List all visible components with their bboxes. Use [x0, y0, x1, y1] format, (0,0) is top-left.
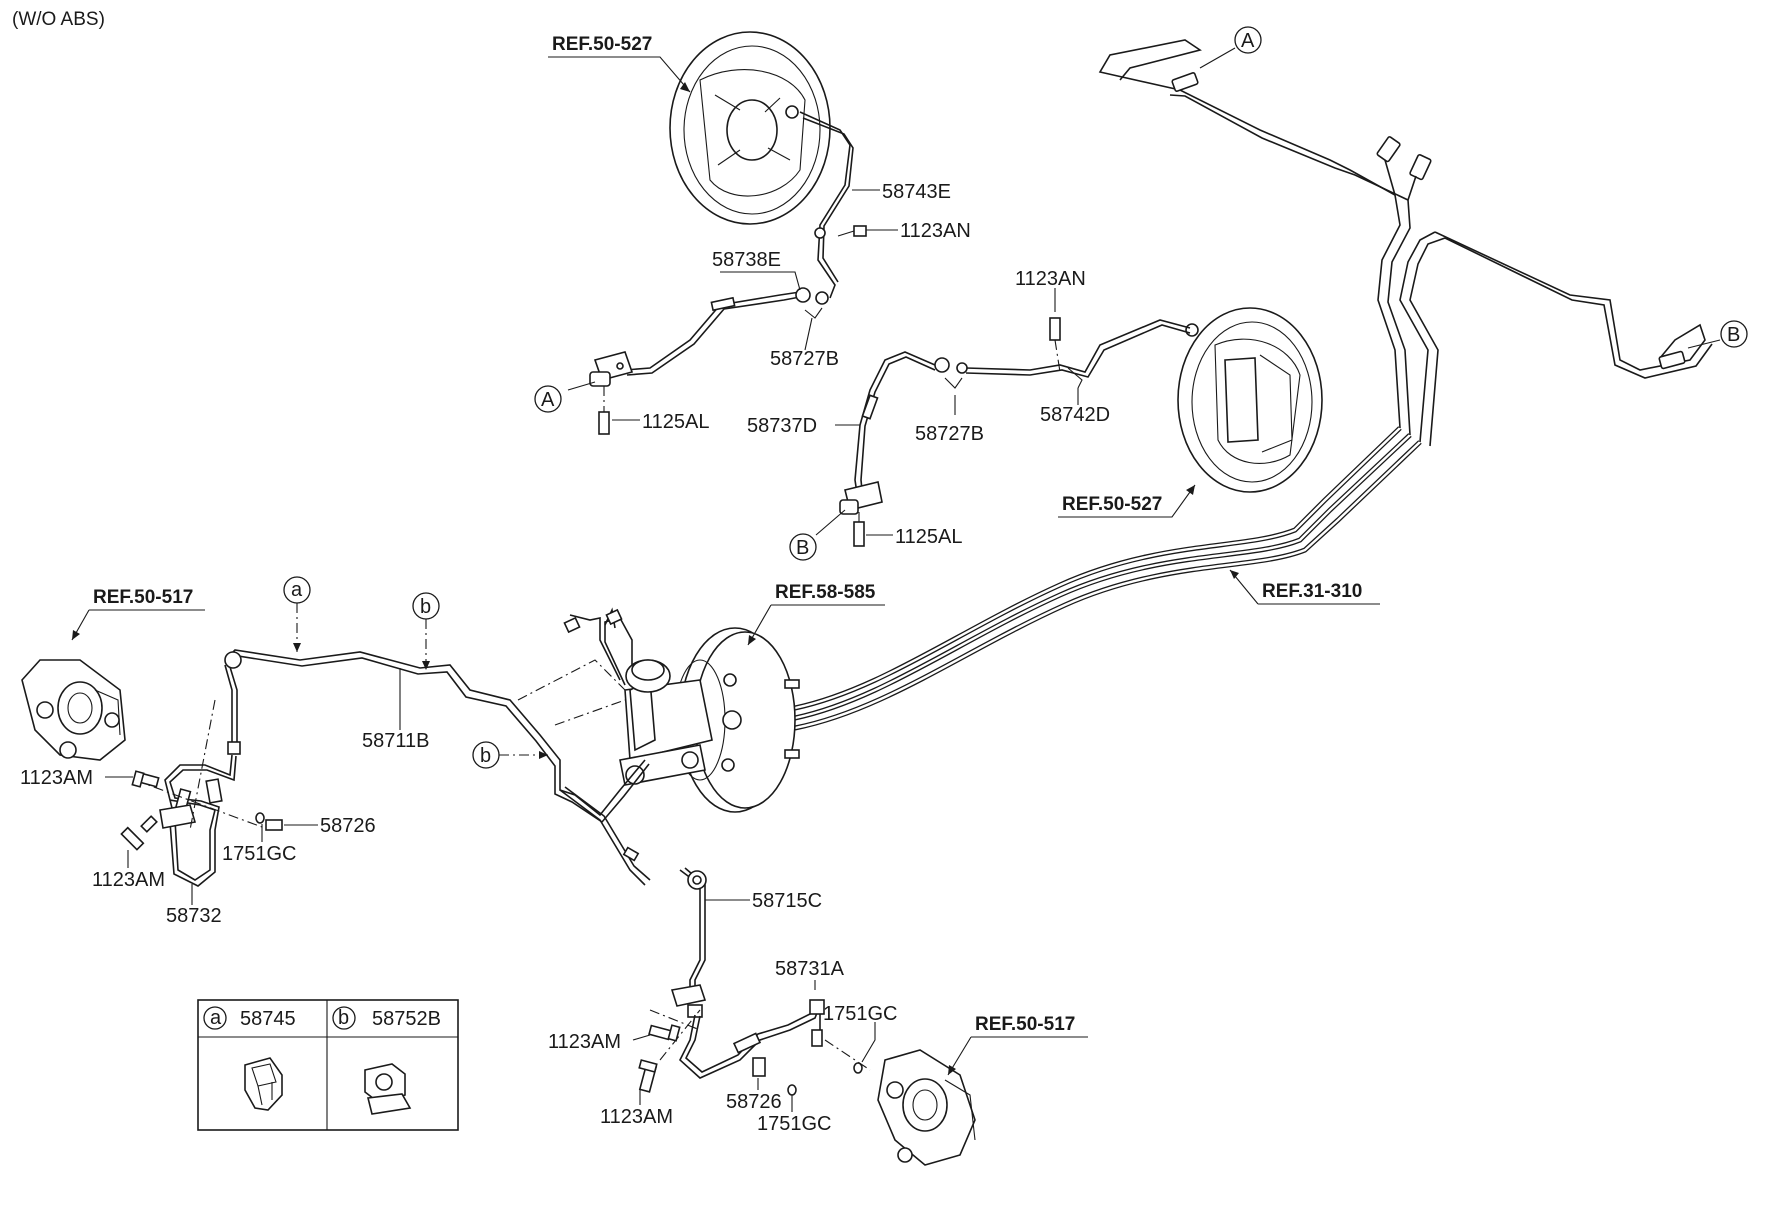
bracket-A-left: [589, 351, 634, 387]
label-1123AN-mid: 1123AN: [1015, 268, 1086, 290]
label-1751GC-bot1: 1751GC: [823, 1003, 898, 1025]
rear-right-backing-plate: [1177, 307, 1323, 493]
callout-A-left: [534, 385, 562, 413]
label-58732: 58732: [166, 905, 222, 927]
legend-a-circle: [203, 1006, 227, 1030]
rear-left-backing-plate: [669, 31, 831, 225]
label-1123AM-left1: 1123AM: [20, 767, 93, 789]
label-1123AN-top: 1123AN: [900, 220, 971, 242]
callout-B-mid-text: B: [796, 537, 809, 559]
label-1123AM-bot1: 1123AM: [548, 1031, 621, 1053]
callout-b-top-text: b: [420, 596, 431, 618]
label-58726-bot: 58726: [726, 1091, 782, 1113]
label-58742D: 58742D: [1040, 404, 1110, 426]
callout-B-right: [1720, 320, 1748, 348]
label-58715C: 58715C: [752, 890, 822, 912]
legend-b-letter: b: [338, 1007, 349, 1029]
ref-31-310: REF.31-310: [1262, 581, 1362, 602]
label-1751GC-left: 1751GC: [222, 843, 297, 865]
callout-a-top-text: a: [291, 579, 303, 601]
bracket-B-mid: [839, 481, 883, 515]
callout-b-mid-text: b: [480, 745, 491, 767]
legend-a-letter: a: [210, 1007, 222, 1029]
clip-58752B-icon: [364, 1063, 412, 1115]
callout-B-mid: [789, 533, 817, 561]
label-1125AL-top: 1125AL: [642, 411, 709, 433]
label-58726-left: 58726: [320, 815, 376, 837]
callout-B-right-text: B: [1727, 324, 1740, 346]
ref-50-517-bottom: REF.50-517: [975, 1014, 1075, 1035]
bolt-1123AM-bot1: [648, 1024, 681, 1042]
clip-58745-icon: [244, 1057, 283, 1111]
label-58727B-mid: 58727B: [915, 423, 984, 445]
legend-a-part: 58745: [240, 1008, 296, 1030]
label-1751GC-bot2: 1751GC: [757, 1113, 832, 1135]
legend-table: a 58745 b 58752B: [197, 999, 459, 1131]
callout-A-left-text: A: [541, 389, 555, 411]
ref-58-585: REF.58-585: [775, 582, 876, 603]
front-left-caliper: [21, 659, 126, 761]
label-58727B-top: 58727B: [770, 348, 839, 370]
ref-50-527-top: REF.50-527: [552, 34, 652, 55]
bolt-1123AM-bot2: [638, 1059, 658, 1093]
label-58711B: 58711B: [362, 730, 429, 752]
label-58731A: 58731A: [775, 958, 845, 980]
label-1123AM-bot2: 1123AM: [600, 1106, 673, 1128]
master-cylinder: [619, 659, 713, 786]
callout-A-top-right-text: A: [1241, 30, 1255, 52]
front-right-caliper: [877, 1049, 976, 1166]
label-1125AL-mid: 1125AL: [895, 526, 962, 548]
label-58743E: 58743E: [882, 181, 951, 203]
label-58737D: 58737D: [747, 415, 817, 437]
bolt-1123AN-top: [837, 225, 867, 237]
header-note: (W/O ABS): [12, 9, 105, 30]
label-1123AM-left2: 1123AM: [92, 869, 165, 891]
legend-b-circle: [332, 1006, 356, 1030]
label-58738E: 58738E: [712, 249, 781, 271]
bolt-1123AM-left2: [120, 815, 158, 851]
main-pipe-bundle: [794, 39, 1713, 731]
bolt-1123AM-left1: [131, 770, 160, 788]
ref-50-527-mid: REF.50-527: [1062, 494, 1162, 515]
ref-50-517-left: REF.50-517: [93, 587, 193, 608]
callout-A-top-right: [1234, 26, 1262, 54]
legend-b-part: 58752B: [372, 1008, 441, 1030]
brake-booster: [674, 627, 800, 813]
